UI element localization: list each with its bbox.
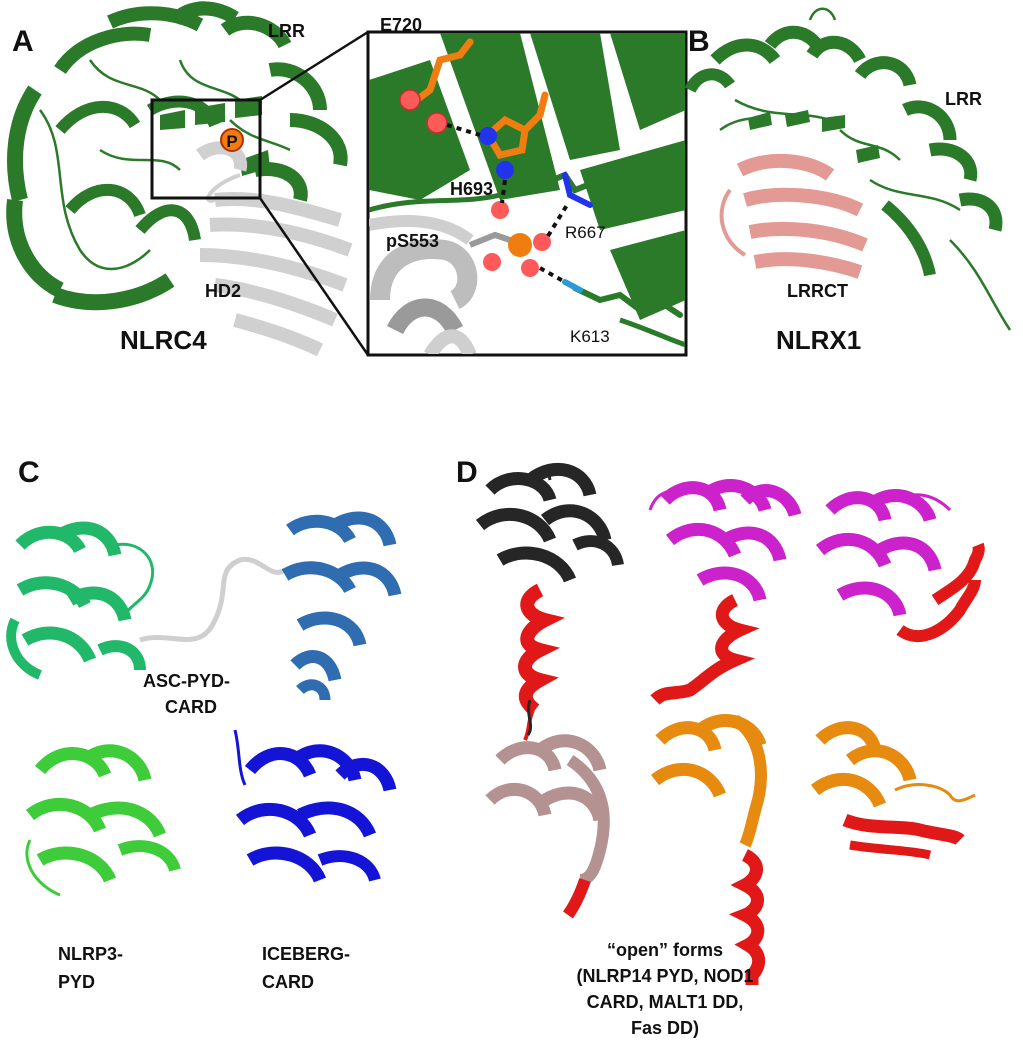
- inset-k613-label: K613: [570, 327, 610, 346]
- nlrc4-lrr-loops: [38, 1, 291, 270]
- open-form-structure-6: [810, 721, 976, 860]
- iceberg-card-label-line2: CARD: [262, 972, 314, 992]
- inset-ps553-label: pS553: [386, 231, 440, 251]
- open-forms-label-line2: (NLRP14 PYD, NOD1: [576, 966, 754, 986]
- zoom-box: [150, 98, 262, 200]
- nlrc4-lrr-label: LRR: [268, 21, 305, 41]
- nlrc4-name-label: NLRC4: [120, 325, 207, 355]
- inset-r667-label: R667: [565, 223, 606, 242]
- nlrx1-structure: [684, 7, 1012, 331]
- open-forms-label-line1: “open” forms: [606, 940, 723, 960]
- open-form-structure-2: [648, 479, 802, 705]
- e720-residue: [406, 38, 474, 109]
- zoom-connectors: [258, 30, 370, 356]
- inset-e720-label: E720: [380, 15, 423, 35]
- nlrc4-structure: P: [6, 1, 353, 357]
- active-site-inset: [366, 30, 688, 357]
- phospho-marker-letter: P: [226, 132, 237, 151]
- open-form-structure-3: [815, 489, 985, 642]
- k613-residue: [562, 279, 683, 318]
- nlrx1-lrr-helices: [684, 25, 1003, 232]
- nlrx1-lrrct-label: LRRCT: [787, 281, 848, 301]
- nlrc4-hd2-domain: [196, 141, 353, 357]
- iceberg-card-label-line1: ICEBERG-: [262, 944, 351, 964]
- nlrc4-lrr-helices: [6, 1, 348, 311]
- panel-label-b: B: [688, 25, 710, 58]
- nlrp3-pyd-label-line1: NLRP3-: [58, 944, 124, 964]
- hydrogen-bonds: [446, 123, 569, 284]
- nlrx1-beta-strands: [748, 110, 880, 163]
- asc-pyd-card-structure: [6, 511, 402, 701]
- asc-card-domain: [281, 511, 402, 701]
- r667-residue: [537, 171, 603, 208]
- nlrp3-pyd-structure: [25, 744, 181, 897]
- phospho-marker-icon: [220, 128, 244, 152]
- open-forms-label-line4: Fas DD): [630, 1018, 699, 1038]
- panel-label-c: C: [18, 456, 40, 489]
- open-forms-label-line3: CARD, MALT1 DD,: [586, 992, 744, 1012]
- phosphoserine-553: [468, 201, 551, 277]
- nlrc4-hd2-label: HD2: [205, 281, 242, 301]
- open-form-structure-1: [475, 462, 624, 741]
- nlrx1-lrrct-domain: [719, 153, 868, 279]
- nlrx1-lrr-label: LRR: [945, 89, 982, 109]
- asc-pyd-card-label-line2: CARD: [165, 697, 217, 717]
- panel-label-a: A: [12, 25, 34, 58]
- h693-residue: [483, 91, 549, 159]
- inset-beta-sheets: [369, 33, 685, 320]
- inset-h693-label: H693: [450, 179, 494, 199]
- nlrp3-pyd-label-line2: PYD: [58, 972, 96, 992]
- open-form-structure-5: [650, 714, 767, 985]
- iceberg-card-structure: [233, 729, 397, 883]
- open-form-structure-4: [485, 699, 610, 919]
- asc-pyd-domain: [6, 521, 154, 680]
- asc-pyd-card-label-line1: ASC-PYD-: [143, 671, 231, 691]
- inset-gray-helix: [369, 214, 478, 354]
- asc-linker: [139, 556, 287, 643]
- panel-label-d: D: [456, 456, 478, 489]
- nlrx1-name-label: NLRX1: [776, 325, 862, 355]
